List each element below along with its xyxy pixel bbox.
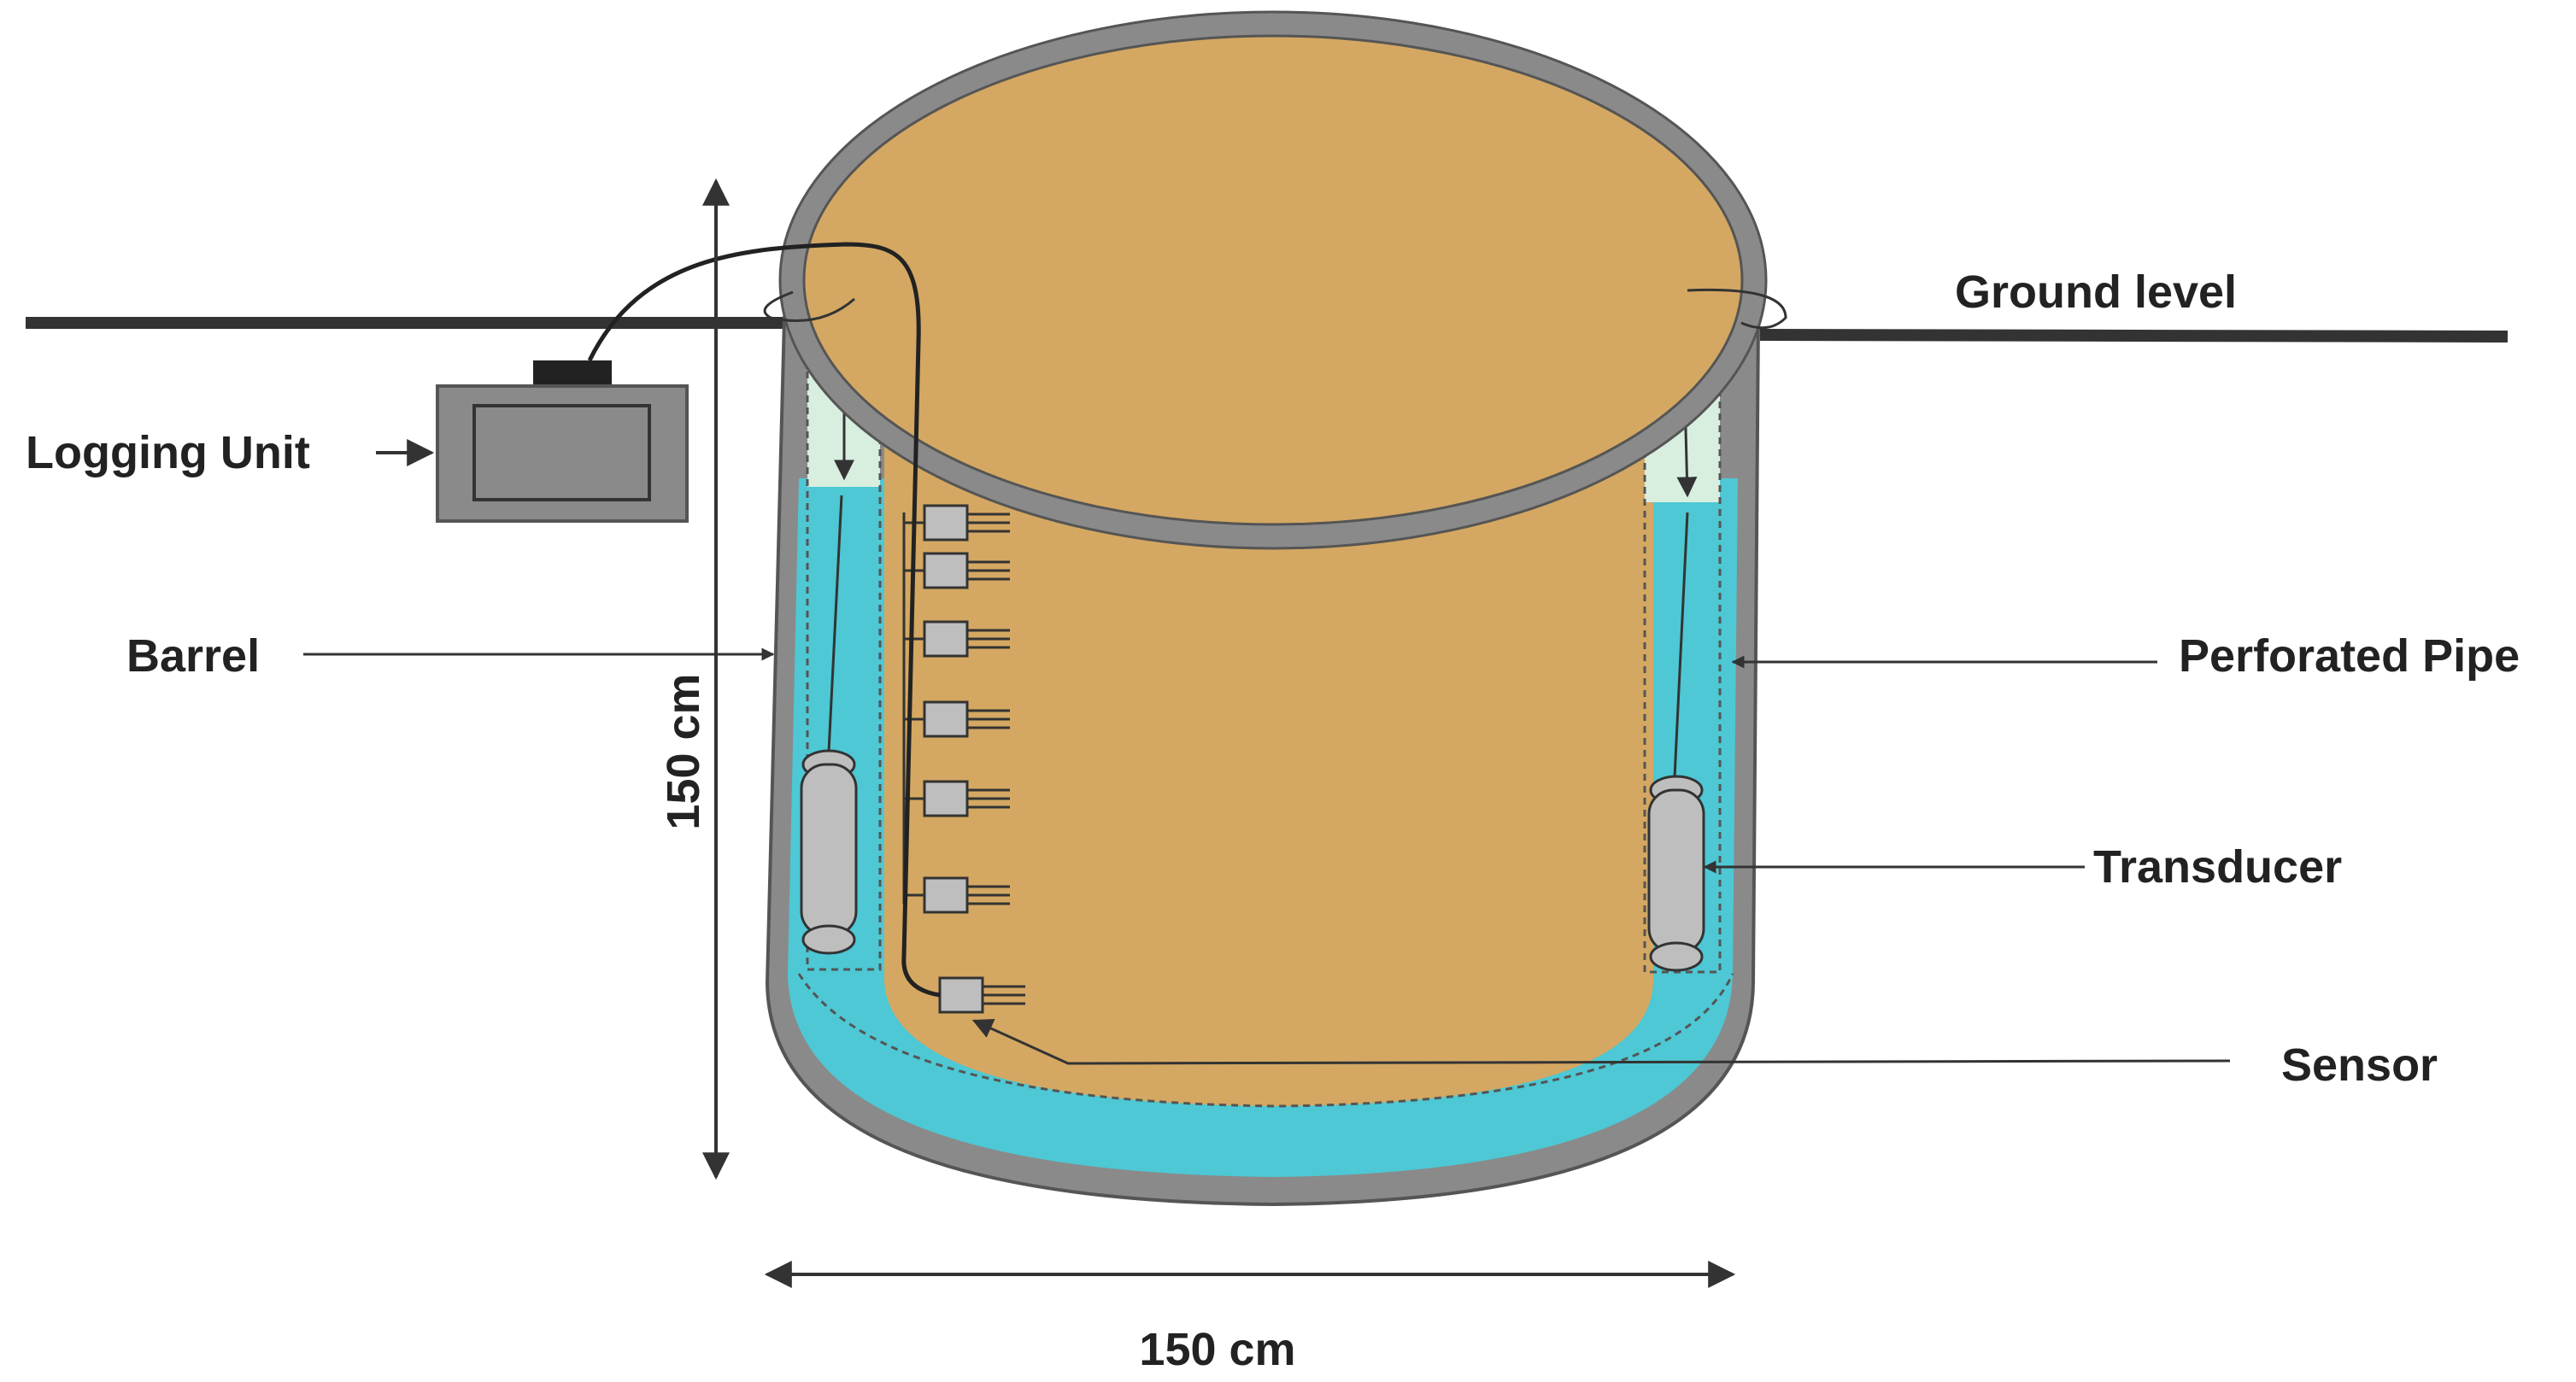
soil-boundary	[797, 973, 1734, 1108]
transducer-label: Transducer	[2093, 841, 2342, 893]
ground-line	[26, 317, 2509, 343]
sensor-label: Sensor	[2281, 1039, 2438, 1091]
logging-cable	[587, 242, 941, 998]
sensor-pointer	[971, 1019, 2231, 1065]
sensor-1	[904, 504, 1010, 542]
sensor-2	[904, 552, 1010, 589]
perforated-pipe-label: Perforated Pipe	[2179, 630, 2520, 682]
right-transducer	[1647, 775, 1705, 972]
right-transducer-cable	[1673, 512, 1689, 778]
width-dimension-label: 150 cm	[1139, 1324, 1295, 1375]
barrel-top-rim	[781, 13, 1765, 548]
barrel-label: Barrel	[126, 630, 260, 682]
ground-level-label: Ground level	[1955, 266, 2237, 318]
sensor-5	[904, 780, 1010, 817]
sensor-6	[904, 876, 1010, 914]
height-dimension-label: 150 cm	[658, 673, 709, 829]
logging-unit	[436, 360, 689, 523]
right-pipe-loop	[1687, 288, 1787, 330]
sensor-4	[904, 700, 1010, 738]
left-pipe-loop	[763, 290, 855, 323]
left-transducer	[800, 749, 858, 955]
left-transducer-cable	[827, 495, 843, 752]
sensor-3	[904, 620, 1010, 658]
sensor-7	[938, 976, 1025, 1014]
logging-unit-label: Logging Unit	[26, 427, 310, 478]
